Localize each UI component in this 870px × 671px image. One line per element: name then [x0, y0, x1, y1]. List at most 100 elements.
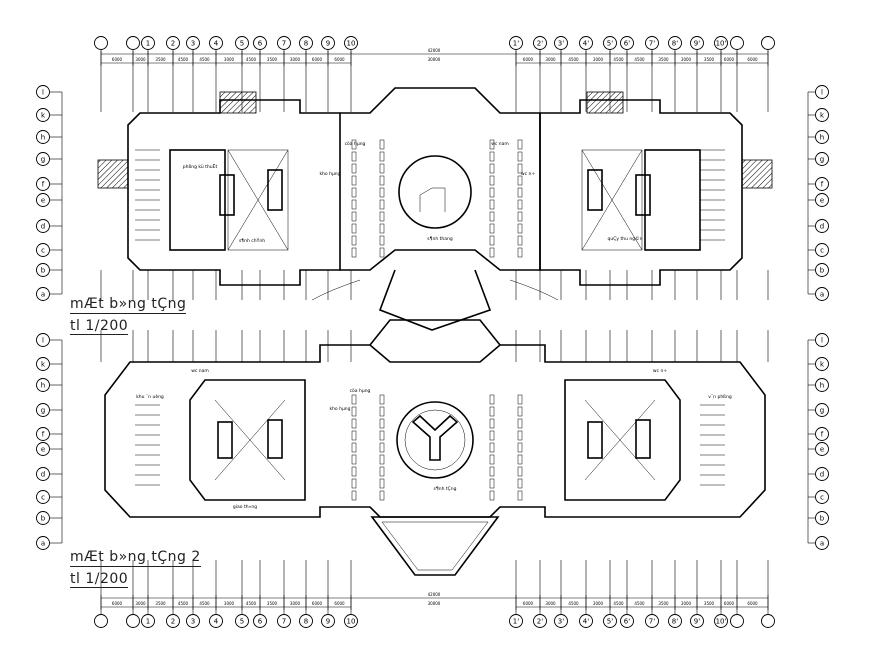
top-bubble-edge-right-0	[730, 36, 744, 50]
room-label-f1-1: s¶nh chÝnh	[239, 237, 265, 244]
bottom-bubble-col-9'-label: 9'	[694, 618, 700, 626]
row-bubble-left-p2-e: e	[36, 442, 50, 456]
bottom-bubble-col-3: 3	[186, 614, 200, 628]
bottom-bubble-col-5-label: 5	[240, 618, 244, 626]
row-bubble-right-p2-g: g	[815, 403, 829, 417]
row-bubble-right-p1-c-label: c	[820, 247, 824, 255]
row-bubble-left-p2-a: a	[36, 536, 50, 550]
dim-center: 30000	[428, 57, 441, 62]
row-bubble-right-p2-b: b	[815, 511, 829, 525]
y-shaped-stair	[411, 414, 459, 461]
dim-right-6: 3500	[658, 601, 669, 606]
dim-overall: 42000	[428, 592, 441, 597]
dim-right-8: 3500	[704, 57, 715, 62]
row-bubble-left-p2-b: b	[36, 511, 50, 525]
top-bubble-col-6: 6	[253, 36, 267, 50]
row-bubble-right-p2-e: e	[815, 442, 829, 456]
row-bubble-right-p2-f-label: f	[821, 431, 824, 439]
dim-left-7: 3500	[267, 601, 278, 606]
room-label-f1-5: wc n÷	[521, 172, 535, 177]
plan2-title-block: mÆt b»ng tÇng 2 tl 1/200	[70, 549, 201, 588]
row-bubble-left-p1-g: g	[36, 152, 50, 166]
dim-left-10: 6000	[334, 57, 345, 62]
bottom-bubble-edge-right-1	[761, 614, 775, 628]
room-label-f2-6: v¨n phßng	[708, 394, 732, 400]
row-bubble-right-p2-k-label: k	[820, 361, 825, 369]
room-label-f2-3: wc nam	[191, 369, 209, 374]
bottom-bubble-col-4'-label: 4'	[583, 618, 589, 626]
top-bubble-col-5: 5	[235, 36, 249, 50]
row-bubble-right-p2-h-label: h	[820, 382, 824, 390]
row-bubble-left-p1-h: h	[36, 130, 50, 144]
row-bubble-right-p2-c: c	[815, 490, 829, 504]
row-bubble-right-p1-k: k	[815, 108, 829, 122]
left-stair-block	[219, 91, 257, 114]
row-bubble-right-p1-g: g	[815, 152, 829, 166]
row-bubble-left-p2-c-label: c	[41, 494, 45, 502]
top-bubble-col-1-label: 1	[146, 40, 150, 48]
row-bubble-left-p1-b-label: b	[41, 267, 46, 275]
row-bubble-left-p1-c-label: c	[41, 247, 45, 255]
dim-right-5: 4500	[634, 601, 645, 606]
row-bubble-right-p1-l: l	[815, 85, 829, 99]
top-bubble-col-10': 10'	[714, 36, 728, 50]
bottom-bubble-edge-left-0	[94, 614, 108, 628]
bottom-bubble-col-7': 7'	[645, 614, 659, 628]
plan1-title: mÆt b»ng tÇng	[70, 296, 187, 314]
top-bubble-col-3-label: 3	[191, 40, 195, 48]
row-bubble-right-p1-h-label: h	[820, 134, 824, 142]
row-bubble-right-p2-k: k	[815, 357, 829, 371]
top-bubble-col-8': 8'	[668, 36, 682, 50]
row-bubble-left-p1-f: f	[36, 177, 50, 191]
bottom-bubble-col-10': 10'	[714, 614, 728, 628]
row-bubble-left-p1-k-label: k	[41, 112, 46, 120]
top-bubble-col-10'-label: 10'	[716, 40, 727, 48]
bottom-bubble-col-1-label: 1	[146, 618, 150, 626]
bottom-bubble-col-1'-label: 1'	[513, 618, 519, 626]
bottom-bubble-col-6-label: 6	[258, 618, 263, 626]
row-bubble-left-p1-d: d	[36, 219, 50, 233]
row-bubble-right-p1-b: b	[815, 263, 829, 277]
row-bubble-right-p2-l: l	[815, 333, 829, 347]
top-bubble-col-8: 8	[299, 36, 313, 50]
dim-right-8: 3500	[704, 601, 715, 606]
plan-second-floor	[104, 319, 766, 576]
bottom-bubble-edge-right-0	[730, 614, 744, 628]
dim-left-7: 3500	[267, 57, 278, 62]
bottom-bubble-col-3'-label: 3'	[558, 618, 564, 626]
top-bubble-col-10: 10	[344, 36, 358, 50]
row-bubble-left-p1-e: e	[36, 193, 50, 207]
bottom-bubble-col-3-label: 3	[191, 618, 195, 626]
top-bubble-col-8'-label: 8'	[672, 40, 678, 48]
dim-left-2: 3500	[155, 57, 166, 62]
room-label-f1-4: wc nam	[491, 142, 509, 147]
top-bubble-col-9-label: 9	[326, 40, 330, 48]
top-bubble-col-6': 6'	[620, 36, 634, 50]
bottom-bubble-col-4-label: 4	[214, 618, 219, 626]
row-bubble-right-p2-c-label: c	[820, 494, 824, 502]
row-bubble-left-p1-l: l	[36, 85, 50, 99]
bottom-bubble-col-8': 8'	[668, 614, 682, 628]
bottom-bubble-col-10'-label: 10'	[716, 618, 727, 626]
bottom-bubble-col-7'-label: 7'	[649, 618, 655, 626]
row-bubble-left-p1-e-label: e	[41, 197, 45, 205]
bottom-bubble-col-2: 2	[166, 614, 180, 628]
row-bubble-left-p1-g-label: g	[41, 156, 45, 164]
top-bubble-col-7-label: 7	[282, 40, 286, 48]
row-bubble-left-p1-c: c	[36, 243, 50, 257]
bottom-bubble-col-7-label: 7	[282, 618, 286, 626]
row-bubble-left-p2-f: f	[36, 427, 50, 441]
upper-atrium-circle	[396, 401, 474, 479]
plan2-scale: tl 1/200	[70, 571, 129, 588]
row-bubble-left-p2-l: l	[36, 333, 50, 347]
dim-left-1: 3000	[135, 57, 146, 62]
row-bubble-left-p2-g-label: g	[41, 407, 45, 415]
bottom-bubble-col-2'-label: 2'	[537, 618, 543, 626]
room-label-f1-7: s¶nh thang	[427, 236, 453, 242]
bottom-bubble-col-9': 9'	[690, 614, 704, 628]
room-label-f2-5: khu ¨n uèng	[136, 393, 164, 400]
top-bubble-col-9'-label: 9'	[694, 40, 700, 48]
dim-left-8: 3000	[290, 601, 301, 606]
dim-right-6: 3500	[658, 57, 669, 62]
